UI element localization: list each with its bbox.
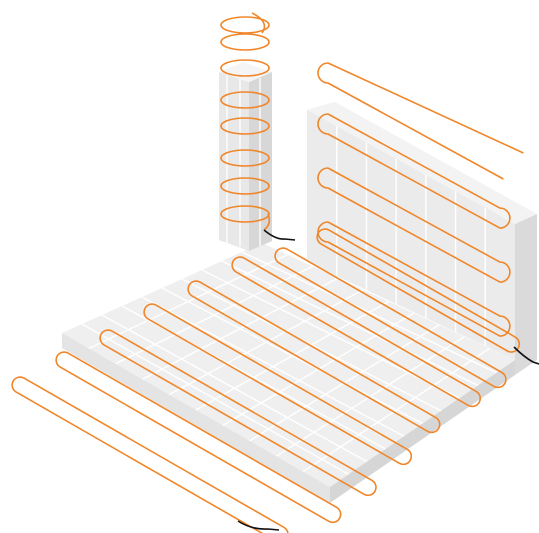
floor-coil-loop [11,376,289,533]
floor-grid-line [115,265,313,365]
helix-turn [220,16,270,34]
wall-top-face [307,102,537,224]
slab-top [62,243,515,487]
floor-coil-loop [316,228,521,353]
slab-right-face [330,360,515,503]
helix-turn [220,149,270,167]
floor-slab [62,243,515,503]
floor-grid-line [195,300,389,411]
helix-tail [263,213,271,231]
floor-coil-loop [55,351,342,524]
floor-grid [81,251,497,475]
helix-turn [220,91,270,109]
wall-coil-lead [513,346,539,365]
wall-right-face [515,214,537,375]
helix-turn [220,205,270,223]
helix-turn [220,117,270,135]
floor-coil-loop [99,329,377,497]
floor-coil-lead [237,520,280,531]
wall-grid [336,126,486,346]
column-helix-coil-group [220,12,271,231]
helix-turn [220,33,270,51]
slab-front-face [62,333,330,503]
floor-grid-line [276,336,465,457]
wall-coil-loop [317,167,511,283]
floor-grid-line [302,347,491,473]
column-top-face [219,62,272,82]
floor-heating-coil-group [11,228,521,533]
helix-turn [220,177,270,195]
floor-coil-loop [274,247,507,389]
helix-end [251,12,266,34]
floor-grid-line [88,254,288,350]
wall-coil-loop [317,62,524,180]
wall-heating-coil-group [317,62,524,337]
floor-coil-loop [143,303,413,466]
floor-coil-loop [187,280,441,434]
wall-coil-loop [317,221,511,337]
wall-coil-loop [317,113,511,229]
helix-turn [220,59,270,77]
floor-coil-loop [231,256,481,408]
supply-leads [237,229,539,531]
floor-grid-line [142,277,339,380]
column-coil-lead [263,229,296,241]
